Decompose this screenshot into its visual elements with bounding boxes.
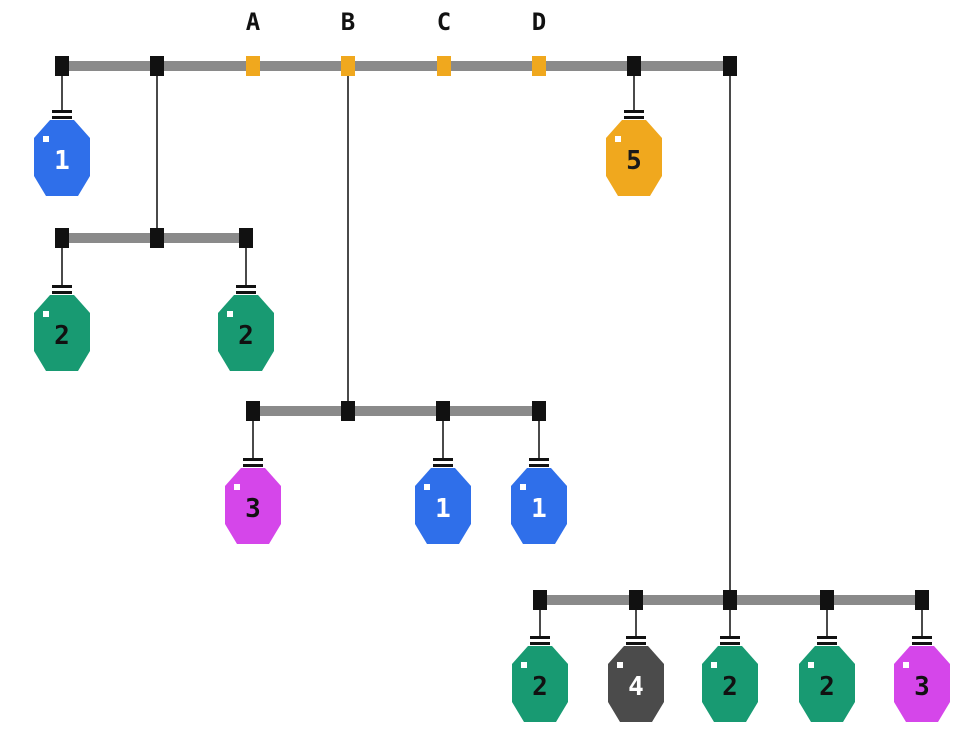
- wire-layer: [61, 66, 923, 636]
- bottle-highlight: [617, 662, 623, 668]
- bottle-cap: [817, 636, 837, 639]
- bottle-number: 3: [245, 494, 261, 524]
- slot-c[interactable]: [437, 56, 451, 76]
- bottle-cap-ring: [720, 642, 740, 645]
- bar-layer: [62, 61, 922, 605]
- bottle-number: 2: [819, 672, 835, 702]
- rail-row3: [253, 406, 539, 416]
- bottle-cap: [529, 458, 549, 461]
- bottle-cap: [243, 458, 263, 461]
- node-layer: [55, 56, 929, 610]
- column-labels: A B C D: [246, 8, 546, 36]
- node[interactable]: [915, 590, 929, 610]
- bottle-cap-ring: [236, 291, 256, 294]
- bottle-number: 1: [531, 494, 547, 524]
- node[interactable]: [150, 56, 164, 76]
- column-label-d: D: [532, 8, 546, 36]
- bottle-bottom-2[interactable]: 4: [608, 636, 664, 722]
- node[interactable]: [627, 56, 641, 76]
- node[interactable]: [629, 590, 643, 610]
- node[interactable]: [55, 56, 69, 76]
- slot-a[interactable]: [246, 56, 260, 76]
- bottle-cap-ring: [817, 642, 837, 645]
- node[interactable]: [239, 228, 253, 248]
- bottle-number: 3: [914, 672, 930, 702]
- bottle-cap-ring: [243, 464, 263, 467]
- node[interactable]: [436, 401, 450, 421]
- bottle-top-left[interactable]: 1: [34, 110, 90, 196]
- rail-top: [62, 61, 730, 71]
- bottle-number: 2: [532, 672, 548, 702]
- bottle-number: 2: [54, 321, 70, 351]
- bottle-number: 5: [626, 146, 642, 176]
- slot-b[interactable]: [341, 56, 355, 76]
- bottle-highlight: [43, 311, 49, 317]
- bottle-highlight: [234, 484, 240, 490]
- bottle-cap-ring: [52, 291, 72, 294]
- node[interactable]: [55, 228, 69, 248]
- bottle-cap-ring: [626, 642, 646, 645]
- bottle-cap-ring: [433, 464, 453, 467]
- bottle-cap: [52, 110, 72, 113]
- bottle-row3-mid[interactable]: 1: [415, 458, 471, 544]
- column-label-b: B: [341, 8, 355, 36]
- node[interactable]: [150, 228, 164, 248]
- bottle-number: 2: [238, 321, 254, 351]
- bottle-cap: [626, 636, 646, 639]
- bottle-highlight: [711, 662, 717, 668]
- bottle-number: 1: [435, 494, 451, 524]
- bottle-top-right[interactable]: 5: [606, 110, 662, 196]
- bottle-bottom-1[interactable]: 2: [512, 636, 568, 722]
- bottle-highlight: [615, 136, 621, 142]
- bottle-cap: [236, 285, 256, 288]
- bottle-cap: [720, 636, 740, 639]
- node[interactable]: [723, 56, 737, 76]
- slot-d[interactable]: [532, 56, 546, 76]
- bottle-highlight: [520, 484, 526, 490]
- node[interactable]: [723, 590, 737, 610]
- bottle-bottom-4[interactable]: 2: [799, 636, 855, 722]
- bottle-row3-left[interactable]: 3: [225, 458, 281, 544]
- bottle-number: 2: [722, 672, 738, 702]
- bottle-highlight: [808, 662, 814, 668]
- node[interactable]: [246, 401, 260, 421]
- bottle-cap: [52, 285, 72, 288]
- bottle-cap-ring: [530, 642, 550, 645]
- bottle-number: 1: [54, 146, 70, 176]
- bottle-row3-right[interactable]: 1: [511, 458, 567, 544]
- bottle-cap-ring: [529, 464, 549, 467]
- bottle-bottom-5[interactable]: 3: [894, 636, 950, 722]
- bottle-cap-ring: [912, 642, 932, 645]
- bottle-cap: [624, 110, 644, 113]
- bottle-layer: 1 5 2 2 3 1 1 2 4 2 2 3: [34, 110, 950, 722]
- bottle-highlight: [227, 311, 233, 317]
- node[interactable]: [532, 401, 546, 421]
- bottle-highlight: [43, 136, 49, 142]
- bottle-row2-right[interactable]: 2: [218, 285, 274, 371]
- bottle-highlight: [521, 662, 527, 668]
- bottle-cap: [912, 636, 932, 639]
- bottle-highlight: [424, 484, 430, 490]
- bottle-highlight: [903, 662, 909, 668]
- bottle-cap-ring: [52, 116, 72, 119]
- bottle-cap: [433, 458, 453, 461]
- node[interactable]: [533, 590, 547, 610]
- bottle-bottom-3[interactable]: 2: [702, 636, 758, 722]
- node[interactable]: [341, 401, 355, 421]
- column-label-c: C: [437, 8, 451, 36]
- node[interactable]: [820, 590, 834, 610]
- bottle-cap: [530, 636, 550, 639]
- bottle-cap-ring: [624, 116, 644, 119]
- bottle-row2-left[interactable]: 2: [34, 285, 90, 371]
- column-label-a: A: [246, 8, 261, 36]
- bottle-number: 4: [628, 672, 644, 702]
